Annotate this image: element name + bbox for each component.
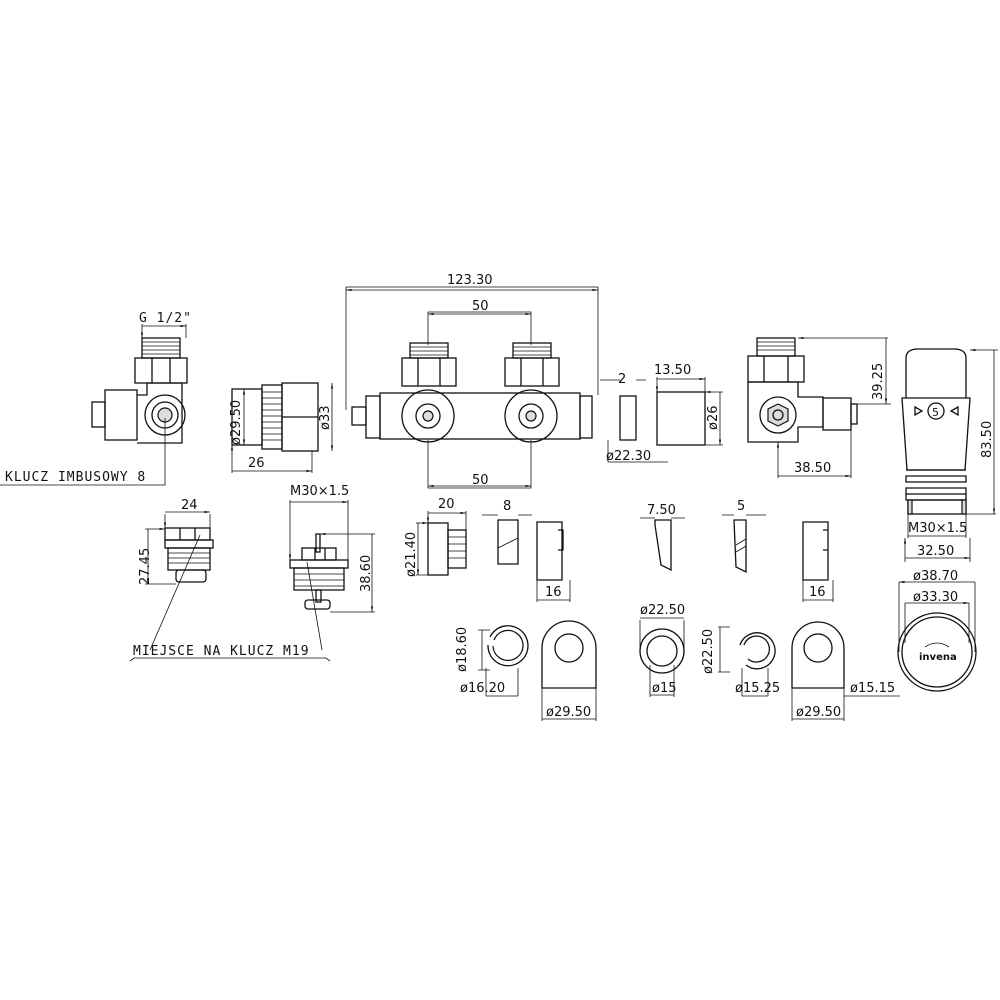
dim-26: ø26 (706, 406, 721, 431)
dial-setting: 5 (932, 406, 939, 419)
dim-20: 20 (438, 497, 455, 512)
dim-5-value: 5 (737, 499, 745, 514)
dim-27-45: 27.45 (138, 548, 153, 585)
dim-18-60: ø18.60 (455, 627, 470, 672)
washer-and-cover: 2 ø22.30 13.50 ø26 (600, 363, 723, 464)
dim-29-50-b: ø29.50 (546, 705, 591, 720)
dim-38-70: ø38.70 (913, 569, 958, 584)
thread-label: G 1/2" (139, 311, 192, 326)
dim-16: 16 (545, 585, 562, 600)
cover-parts-right: 7.50 5 16 (640, 499, 834, 602)
dim-33-30: ø33.30 (913, 590, 958, 605)
union-nut-part: 24 27.45 MIEJSCE NA KLUCZ M19 (129, 498, 331, 662)
angle-valve-side-view: G 1/2" KLUCZ IMBUSOWY 8 (0, 311, 192, 486)
valve-insert: M30×1.5 38.60 (290, 484, 375, 612)
angle-valve-right: 39.25 38.50 (747, 338, 891, 478)
dim-2: 2 (618, 372, 626, 387)
dim-16-20: ø16.20 (460, 681, 505, 696)
dim-21-40: ø21.40 (404, 532, 419, 577)
dim-15-15: ø15.15 (850, 681, 895, 696)
thread-label-head: M30×1.5 (908, 521, 967, 536)
dim-29-50-c: ø29.50 (796, 705, 841, 720)
dim-83-50: 83.50 (980, 421, 995, 458)
dim-22-50-b: ø22.50 (701, 629, 716, 674)
knurled-cap: ø29.50 ø33 26 (229, 382, 334, 473)
dim-15-25: ø15.25 (735, 681, 780, 696)
dim-50-top: 50 (472, 299, 489, 314)
dim-15: ø15 (652, 681, 677, 696)
brand-logo: invena (919, 652, 957, 663)
twin-valve-block: 123.30 50 50 (345, 273, 599, 489)
dim-39-25: 39.25 (871, 363, 886, 400)
sleeve-part: 20 ø21.40 8 16 (404, 497, 571, 602)
dim-32-50: 32.50 (917, 544, 954, 559)
dim-16-b: 16 (809, 585, 826, 600)
dim-24: 24 (181, 498, 198, 513)
wrench-label: MIEJSCE NA KLUCZ M19 (133, 644, 310, 659)
dim-50-bottom: 50 (472, 473, 489, 488)
dim-38-60: 38.60 (359, 555, 374, 592)
dim-22-30: ø22.30 (606, 449, 651, 464)
dim-22-50-a: ø22.50 (640, 603, 685, 618)
dim-8: 8 (503, 499, 511, 514)
dim-7-50: 7.50 (647, 503, 676, 518)
dim-13-50: 13.50 (654, 363, 691, 378)
dim-123-30: 123.30 (447, 273, 493, 288)
dim-38-50: 38.50 (794, 461, 831, 476)
ring-views: ø18.60 ø16.20 ø29.50 ø22.50 ø15 ø22.50 ø… (455, 603, 900, 721)
thread-label-insert: M30×1.5 (290, 484, 349, 499)
dim-26: 26 (248, 456, 265, 471)
allen-key-label: KLUCZ IMBUSOWY 8 (5, 470, 146, 485)
dim-29-50: ø29.50 (229, 400, 244, 445)
thermostatic-head: 5 83.50 M30×1.5 32.50 ø38.70 ø33.30 inve… (898, 349, 998, 692)
dim-33: ø33 (318, 406, 333, 431)
